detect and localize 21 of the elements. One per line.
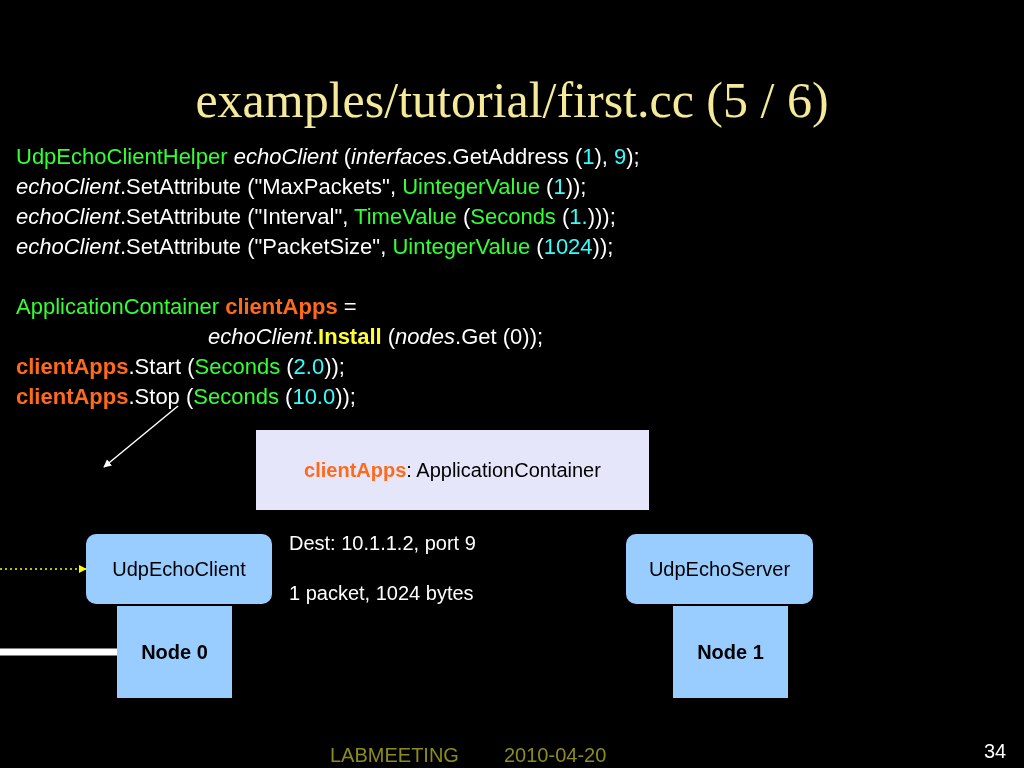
object-box: clientApps: ApplicationContainer xyxy=(256,430,649,510)
node-box: Node 1 xyxy=(673,606,788,698)
note-text: Dest: 10.1.1.2, port 9 xyxy=(289,532,476,555)
code-line: echoClient.Install (nodes.Get (0)); xyxy=(208,323,544,351)
connector-line xyxy=(0,648,117,656)
code-line: ApplicationContainer clientApps = xyxy=(16,293,357,321)
code-line: clientApps.Start (Seconds (2.0)); xyxy=(16,353,345,381)
node-box: Node 0 xyxy=(117,606,232,698)
application-box: UdpEchoServer xyxy=(626,534,813,604)
slide-title: examples/tutorial/first.cc (5 / 6) xyxy=(194,71,830,130)
page-number: 34 xyxy=(984,740,1007,763)
code-line: UdpEchoClientHelper echoClient (interfaces.GetAddress (1), 9); xyxy=(16,143,640,171)
code-line: echoClient.SetAttribute ("Interval", TimeValue (Seconds (1.))); xyxy=(16,203,616,231)
application-box: UdpEchoClient xyxy=(86,534,272,604)
code-line: echoClient.SetAttribute ("PacketSize", UintegerValue (1024)); xyxy=(16,233,614,261)
arrow xyxy=(0,565,87,573)
note-text: 1 packet, 1024 bytes xyxy=(289,582,474,605)
code-line: clientApps.Stop (Seconds (10.0)); xyxy=(16,383,356,411)
footer-text: LABMEETING xyxy=(330,744,459,767)
code-line: echoClient.SetAttribute ("MaxPackets", UintegerValue (1)); xyxy=(16,173,587,201)
footer-text: 2010-04-20 xyxy=(504,744,607,767)
